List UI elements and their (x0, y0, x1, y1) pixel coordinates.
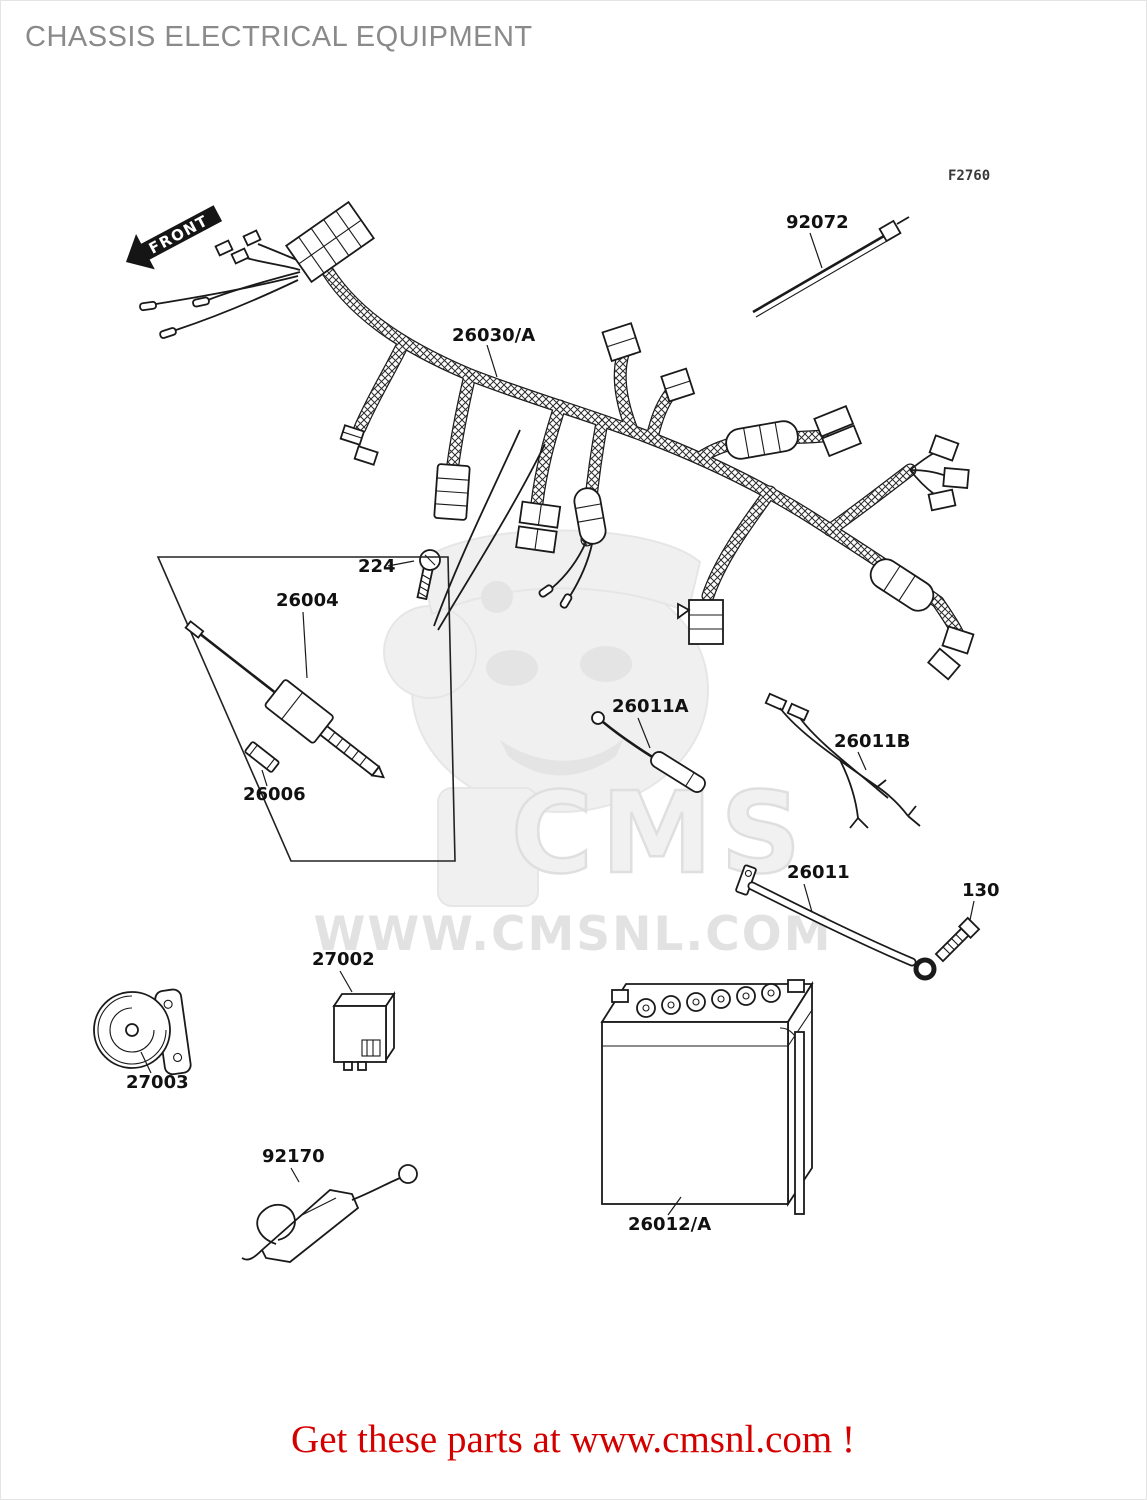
harness-connector-block (285, 200, 375, 284)
battery-cable-a (591, 711, 706, 793)
figure-code: F2760 (948, 168, 990, 184)
footer-link[interactable]: Get these parts at www.cmsnl.com ! (291, 1418, 855, 1461)
sensor-pin (244, 741, 280, 773)
part-label-battery: 26012/A (628, 1214, 711, 1235)
harness-connector (942, 467, 970, 489)
part-label-sensor-pin: 26006 (243, 784, 306, 805)
battery (600, 979, 814, 1215)
part-label-cable-a: 26011A (612, 696, 689, 717)
part-label-bolt: 130 (962, 880, 1000, 901)
watermark-mascot-face (481, 581, 632, 776)
speed-sensor (184, 620, 386, 779)
watermark-brand: CMS (511, 769, 809, 899)
leader-lines (140, 232, 975, 1216)
harness-wire (175, 279, 299, 331)
harness-boot (573, 487, 607, 545)
bracket (241, 1164, 418, 1263)
battery-terminal (787, 979, 805, 993)
wiring-harness (139, 200, 975, 681)
battery-terminal (611, 989, 629, 1003)
harness-connector (941, 625, 975, 655)
harness-connector (339, 424, 366, 446)
harness-connector (928, 434, 960, 462)
harness-wire (155, 275, 299, 305)
part-label-horn: 27003 (126, 1072, 189, 1093)
speed-sensor-group (156, 556, 456, 862)
battery-caps (636, 983, 781, 1018)
cable-tie (752, 216, 910, 318)
part-label-cable-b: 26011B (834, 731, 910, 752)
harness-connector (353, 445, 379, 466)
bolt (934, 916, 981, 963)
harness-connector-tab (677, 599, 724, 645)
part-label-cable-tie: 92072 (786, 212, 849, 233)
part-label-bracket: 92170 (262, 1146, 325, 1167)
harness-boot (725, 420, 799, 460)
part-label-battery-cable: 26011 (787, 862, 850, 883)
watermark: CMS WWW.CMSNL.COM (313, 529, 832, 962)
harness-boot (869, 558, 935, 612)
part-labels: 26030/A 92072 224 26004 26006 26011A 260… (126, 212, 1000, 1235)
harness-wire (245, 257, 301, 271)
harness-connector (601, 322, 642, 363)
front-arrow: FRONT (126, 205, 223, 270)
battery-wires-b (764, 692, 921, 829)
page-title: CHASSIS ELECTRICAL EQUIPMENT (25, 21, 533, 53)
horn (93, 988, 192, 1076)
watermark-site: WWW.CMSNL.COM (313, 907, 832, 962)
front-arrow-label: FRONT (146, 211, 212, 257)
battery-vent-tube (794, 1031, 805, 1215)
harness-connector-stacked (515, 500, 562, 554)
part-label-speed-sensor: 26004 (276, 590, 339, 611)
harness-connector (926, 647, 962, 681)
battery-cable (735, 864, 937, 981)
harness-connector-striped (433, 463, 471, 521)
harness-connector (927, 488, 957, 512)
screw (416, 549, 441, 601)
relay (332, 991, 396, 1071)
sensor-box-outline (156, 556, 456, 862)
part-label-screw: 224 (358, 556, 396, 577)
harness-connector (660, 367, 696, 403)
part-label-harness: 26030/A (452, 325, 535, 346)
harness-connector-stacked (813, 404, 863, 458)
part-label-relay: 27002 (312, 949, 375, 970)
